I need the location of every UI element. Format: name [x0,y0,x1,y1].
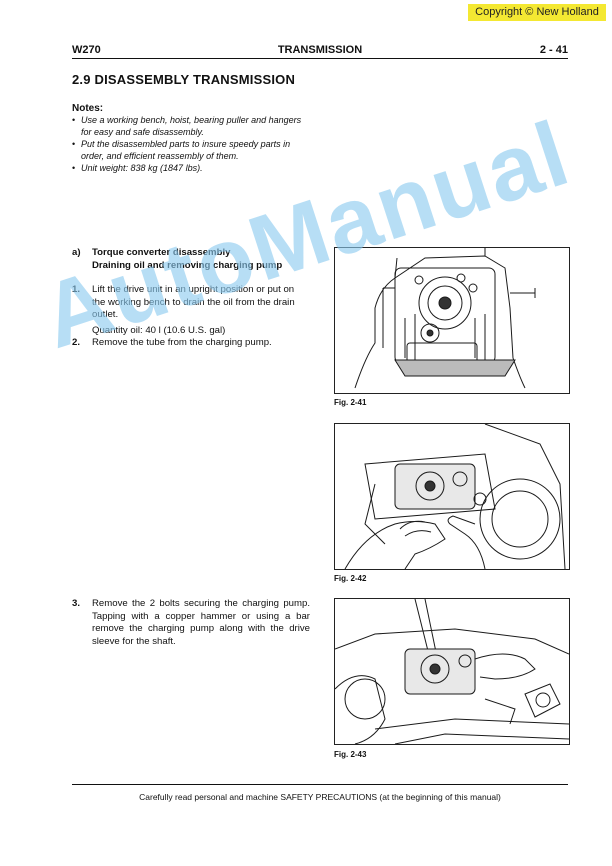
figure-caption: Fig. 2-42 [334,574,367,583]
step-text: Remove the 2 bolts securing the charging… [92,598,310,647]
section-a-subtitle: Draining oil and removing charging pump [92,259,283,271]
header-model: W270 [72,44,101,56]
footer-text: Carefully read personal and machine SAFE… [139,792,501,802]
notes-heading: Notes: [72,103,104,114]
footer-rule [72,784,568,785]
step-2: 2. Remove the tube from the charging pum… [72,337,310,350]
step-number: 2. [72,337,81,348]
step-3: 3. Remove the 2 bolts securing the charg… [72,598,310,648]
step-text: Remove the tube from the charging pump. [92,337,272,348]
note-item: Use a working bench, hoist, bearing pull… [72,114,312,138]
note-item: Unit weight: 838 kg (1847 lbs). [72,162,312,174]
step-number: 3. [72,598,81,609]
figure-2-43-image [334,598,570,745]
figure-2-42-image [334,423,570,570]
section-a-title: Torque converter disassembly [92,247,231,258]
page-title: 2.9 DISASSEMBLY TRANSMISSION [72,72,296,87]
header-rule [72,58,568,59]
step-number: 1. [72,284,81,295]
copyright-badge: Copyright © New Holland [468,4,606,21]
figure-caption: Fig. 2-43 [334,750,367,759]
header-page-number: 2 - 41 [539,44,568,56]
figure-caption: Fig. 2-41 [334,398,367,407]
step-1: 1. Lift the drive unit in an upright pos… [72,284,310,337]
section-a-label: a) [72,247,81,258]
figure-2-41-image [334,247,570,394]
step-text: Lift the drive unit in an upright positi… [92,284,295,320]
notes-list: Use a working bench, hoist, bearing pull… [72,114,312,174]
note-item: Put the disassembled parts to insure spe… [72,138,312,162]
step-note: Quantity oil: 40 l (10.6 U.S. gal) [92,324,226,336]
section-a-heading: a) Torque converter disassembly Draining… [72,247,322,272]
header-section: TRANSMISSION [277,44,363,56]
